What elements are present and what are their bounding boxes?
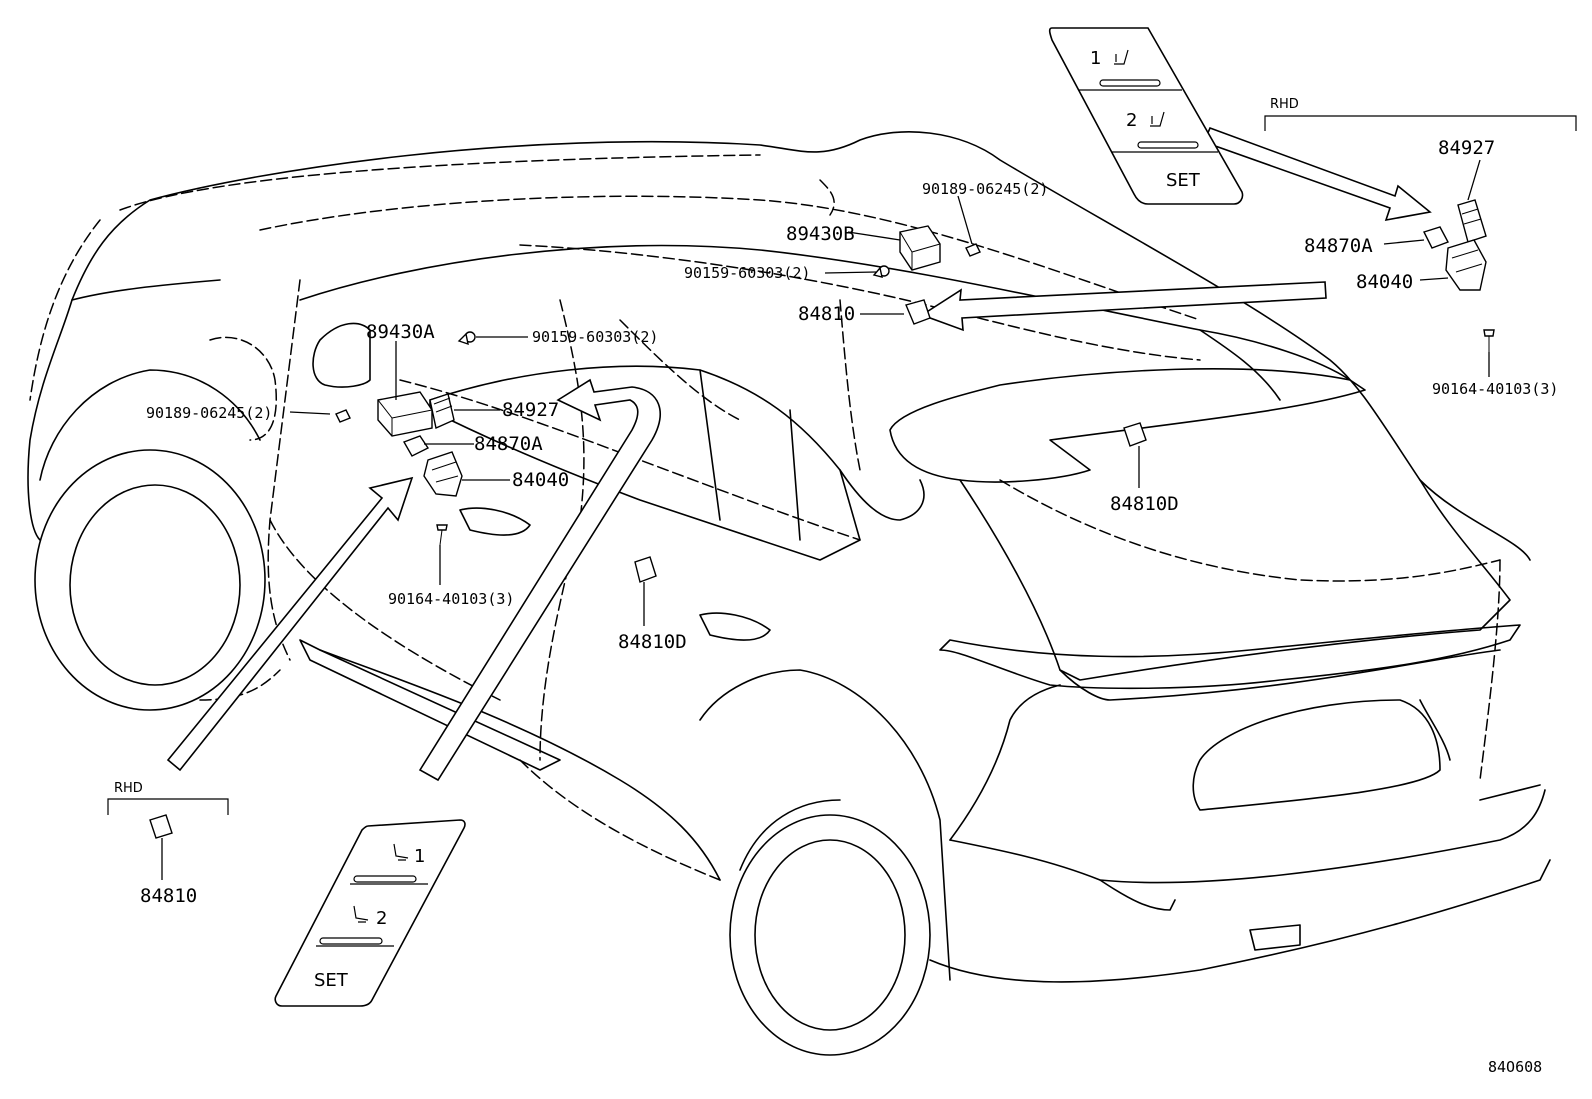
arrow-to-84040-left [166,476,414,772]
label-rhd-right: RHD [1270,97,1299,112]
parts [149,199,1495,839]
switch-84810D-rear-icon [1123,422,1147,447]
label-84040-left: 84040 [512,469,569,491]
switch-84927-left-icon [429,393,455,429]
screw-90164-right-icon [1483,329,1495,352]
label-90164-right: 90164-40103(3) [1432,380,1558,398]
arrow-to-84927-left [418,378,661,782]
label-84810-top: 84810 [798,303,855,325]
memory-top-btn1-label: 1 [1090,48,1101,69]
memory-bottom-set-label: SET [314,970,349,991]
arrow-to-84810-top [920,281,1327,332]
label-84927-left: 84927 [502,399,559,421]
seat-icon [1114,49,1129,65]
label-84870A-left: 84870A [474,433,543,455]
bolt-90159-left-icon [457,331,476,346]
label-84810D-rear: 84810D [1110,493,1179,515]
memory-top-set-label: SET [1166,170,1201,191]
label-84927-right: 84927 [1438,137,1495,159]
label-90159-left: 90159-60303(2) [532,328,658,346]
switch-84810-top-icon [905,299,931,325]
seat-icon [353,905,369,923]
part-labels: 89430A 90159-60303(2) 90189-06245(2) 849… [114,97,1558,1076]
label-84810-rhd: 84810 [140,885,197,907]
screw-90164-left-icon [436,524,448,546]
hidden-lines [29,154,1501,881]
bolt-90159-right-icon [872,265,890,278]
seat-icon [393,843,409,861]
switch-84040-right-icon [1445,239,1487,291]
memory-top-btn2-label: 2 [1126,110,1137,131]
clip-90189-left-icon [335,409,351,423]
connector-89430A-icon [377,391,433,437]
label-90159-right: 90159-60303(2) [684,264,810,282]
label-89430A: 89430A [366,321,435,343]
memory-bottom-btn2-label: 2 [376,908,387,929]
car-outline [27,131,1551,1056]
label-84870A-right: 84870A [1304,235,1373,257]
label-90164-left: 90164-40103(3) [388,590,514,608]
label-84810D-door: 84810D [618,631,687,653]
switch-84810D-door-icon [634,556,657,583]
switch-84870A-left-icon [402,435,430,457]
diagram-id: 84O608 [1488,1058,1542,1076]
arrow-to-84927-right [1202,126,1432,222]
seat-icon [1150,111,1165,127]
label-90189-right: 90189-06245(2) [922,180,1048,198]
clip-90189-right-icon [965,243,981,257]
switch-84810-rhd-icon [149,814,173,839]
memory-switch-panel-bottom: 1 2 SET [274,819,466,1007]
label-rhd-left: RHD [114,781,143,796]
switch-84927-right-icon [1457,199,1487,243]
label-90189-left: 90189-06245(2) [146,404,272,422]
switch-84870A-right-icon [1423,226,1449,249]
label-84040-right: 84040 [1356,271,1413,293]
switch-84040-left-icon [423,451,463,497]
memory-bottom-btn1-label: 1 [414,846,425,867]
connector-89430B-icon [899,225,941,271]
memory-switch-panel-top: 1 2 SET [1048,27,1244,205]
leader-lines [107,115,1577,880]
label-89430B: 89430B [786,223,855,245]
indicator-arrows [166,126,1432,782]
